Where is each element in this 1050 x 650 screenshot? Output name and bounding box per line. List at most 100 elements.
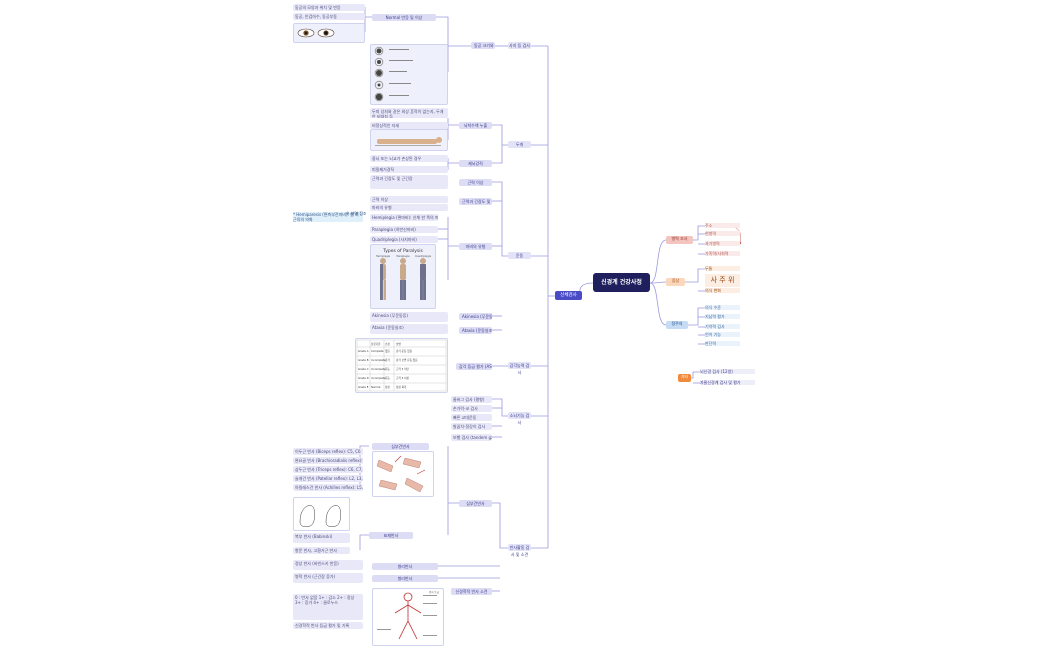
center-node-title[interactable]: 신경계 건강사정 — [593, 273, 650, 292]
undong-node-ataxia[interactable]: Ataxia (운동실조) — [459, 327, 492, 334]
asia-r4-c3: 운동 — [385, 376, 390, 380]
reflex-item-4[interactable]: 슬개건 반사 (Patellar reflex): L2, L3, L4 — [293, 475, 363, 482]
top-group-title[interactable]: 동공 크기와 반응 — [471, 42, 495, 49]
asia-r5-c1: Grade E — [358, 385, 369, 389]
sogo-leaf-3[interactable]: 빠른 교대운동 — [451, 414, 492, 421]
reflex-item-1[interactable]: 이두근 반사 (Biceps reflex): C5, C6 — [293, 448, 363, 455]
dugae-leaf-5[interactable]: 중뇌 또는 뇌교가 손상된 경우 — [370, 155, 448, 162]
asia-r4-c2: Incomplete — [371, 376, 386, 380]
asia-header-1: 분류기준 — [371, 342, 381, 346]
right-g3-item-2[interactable]: 지남력 평가 — [705, 314, 740, 319]
pupil-reaction-image — [370, 44, 448, 105]
paralysis-label-1: Hemiplegia — [376, 254, 391, 258]
section-dugae[interactable]: 두개 — [508, 141, 531, 148]
right-g3-item-3[interactable]: 기억력 검사 — [705, 324, 740, 329]
dugae-leaf-3[interactable]: 비정상적인 자세 — [370, 122, 448, 129]
dugae-leaf-7[interactable]: 피질제거경직 — [370, 166, 448, 173]
right-g1-item-1[interactable]: 주소 — [705, 223, 740, 228]
right-g1-item-3[interactable]: 과거병력 — [705, 241, 740, 246]
stick-figure-image: 반사 등급 — [372, 588, 444, 646]
lying-body-icon — [375, 137, 442, 146]
foot-icon — [299, 505, 341, 528]
right-g4-item-1[interactable]: 뇌신경 검사 (12쌍) — [700, 369, 755, 374]
asia-r1-c3: 없음 — [385, 349, 390, 353]
paralysis-label-3: Quadriplegia — [415, 254, 431, 258]
section-sogo[interactable]: 소뇌기능 검사 — [508, 412, 531, 425]
top-leaf-1[interactable]: 동공의 모양과 위치 및 반응 — [293, 4, 365, 11]
undong-leaf-strength[interactable]: 근력과 긴장도 및 근긴장 — [370, 175, 448, 189]
sogo-leaf-5[interactable]: 보행 검사 (tandem gait) — [451, 434, 492, 441]
asia-r5-c4: 정상 회복 — [396, 385, 407, 389]
right-g2-item-2[interactable]: 의식 변화 — [705, 288, 740, 293]
right-g1-item-4[interactable]: 가족력/사회력 — [705, 251, 740, 256]
dugae-node-2[interactable]: 뇌척수액 누출 — [459, 122, 492, 129]
dugae-node-6[interactable]: 제뇌강직 — [459, 160, 492, 167]
babinski-image — [293, 497, 350, 531]
pathological-item-2[interactable]: 병적 반사 (근긴장 증가) — [293, 573, 363, 583]
reflex-image — [372, 451, 434, 497]
asia-r1-c1: Grade A — [358, 349, 369, 353]
reflex-item-3[interactable]: 삼두근 반사 (Triceps reflex): C6, C7, C8 — [293, 466, 363, 473]
asia-r3-c3: 운동 — [385, 367, 390, 371]
main-branch-node[interactable]: 신체검사 — [555, 291, 582, 300]
section-undong[interactable]: 운동 — [508, 252, 531, 259]
pathological-item-1[interactable]: 정상 반사 (바빈스키 반응) — [293, 560, 363, 570]
right-g2-item-1[interactable]: 두통 — [705, 266, 740, 271]
right-group-3-title[interactable]: 정주의 — [666, 321, 688, 329]
dugae-leaf-1[interactable]: 두피 상처와 같은 외상 흔적이 없는지, 두개 안 비대칭 등 — [370, 108, 448, 118]
sogo-leaf-2[interactable]: 손가락-코 검사 — [451, 405, 492, 412]
undong-node-paralysis[interactable]: 마비의 유형 — [459, 243, 492, 250]
undong-leaf-abnormal-2[interactable]: 마비의 유형 — [370, 204, 448, 211]
undong-leaf-ataxia-desc[interactable]: Ataxia (운동실조) — [370, 324, 448, 334]
right-g3-item-1[interactable]: 의식 수준 — [705, 305, 740, 310]
right-g1-item-2[interactable]: 현병력 — [705, 231, 740, 236]
undong-node-akinesia[interactable]: Akinesia (무운동증) — [459, 313, 492, 320]
undong-leaf-akinesia-desc[interactable]: Akinesia (무운동증) — [370, 312, 448, 322]
undong-node-muscle[interactable]: 근력 이상 — [459, 179, 492, 186]
eyes-icon — [297, 28, 335, 38]
top-leaf-2[interactable]: 동공, 안검하수, 동공부동 — [293, 13, 365, 20]
reflex-item-2[interactable]: 완요골 반사 (Brachioradialis reflex): C5, C6 — [293, 457, 363, 464]
reflex-grade-list[interactable]: 0 : 반사 없음 1+ : 감소 2+ : 정상 3+ : 증가 4+ : 클… — [293, 594, 363, 620]
pathological-title[interactable]: 병리반사 — [372, 563, 438, 570]
sogo-leaf-1[interactable]: 롬버그 검사 (평형) — [451, 396, 492, 403]
section-banyeong[interactable]: 반사활동 검사 및 소견 — [508, 544, 531, 557]
superficial-reflex-title[interactable]: 표재반사 — [369, 532, 413, 539]
undong-leaf-abnormal[interactable]: 근력 이상 — [370, 196, 448, 203]
reflex-hammer-icon — [376, 455, 426, 493]
pathological-title-2[interactable]: 병리반사 — [372, 575, 438, 582]
reflex-grade-note[interactable]: 신경학적 반사 등급 평가 및 기록 — [293, 622, 363, 629]
undong-quadriplegia[interactable]: Quadriplegia (사지마비) — [370, 236, 438, 243]
sogo-leaf-4[interactable]: 발꿈치-정강이 검사 — [451, 423, 492, 430]
banyeong-node-main[interactable]: 심부건반사 — [459, 500, 492, 507]
right-group-1-title[interactable]: 병력 조사 — [666, 236, 693, 244]
stick-figure-caption: 반사 등급 — [429, 590, 440, 594]
right-group-4-title[interactable]: 기타 — [678, 374, 691, 382]
right-g3-item-5[interactable]: 판단력 — [705, 341, 740, 346]
right-g4-item-2[interactable]: 자율신경계 검사 및 평가 — [700, 380, 755, 385]
right-g3-item-4[interactable]: 언어 기능 — [705, 332, 740, 337]
asia-r2-c1: Grade B — [358, 358, 369, 362]
section-jiheung[interactable]: 사지 등 검사 — [508, 42, 531, 49]
reflex-findings-node[interactable]: 신경학적 반사 소견 — [451, 588, 492, 595]
undong-paraplegia[interactable]: Paraplegia (하반신마비) — [370, 226, 438, 233]
reflex-item-5[interactable]: 아킬레스건 반사 (Achilles reflex): L5, S1, S2 — [293, 484, 363, 491]
superficial-item-2[interactable]: 항문 반사, 고환거근 반사 — [293, 547, 350, 554]
undong-node-abnormal[interactable]: 근력과 긴장도 및 근긴장 — [459, 198, 492, 205]
undong-note: * Hemiparesis (편측부전마비): 한 쪽 근육의 약화 — [293, 212, 363, 222]
right-group-2-title[interactable]: 증상 — [666, 278, 685, 286]
section-gamgak[interactable]: 감각능력 검사 — [508, 362, 531, 375]
undong-hemiplegia[interactable]: Hemiplegia (편마비): 신체 한 쪽의 마비 — [370, 214, 438, 221]
gamgak-leaf[interactable]: 감각 등급 평가 (ASIA) — [456, 363, 492, 370]
pupil-chart-icon — [374, 46, 413, 102]
asia-r4-c1: Grade D — [358, 376, 369, 380]
asia-header-3: 설명 — [396, 342, 401, 346]
deep-reflex-title[interactable]: 심부건반사 — [372, 443, 429, 450]
undong-note-tag: ※ 설명 참조 — [346, 211, 366, 216]
asia-r2-c2: Incomplete — [371, 358, 386, 362]
right-g2-highlight[interactable]: 사 주 위 — [705, 274, 740, 287]
superficial-item-1[interactable]: 복부 반사 (Babinski) — [293, 533, 350, 543]
top-group-sub[interactable]: Normal 반응 및 이상 — [372, 14, 436, 21]
